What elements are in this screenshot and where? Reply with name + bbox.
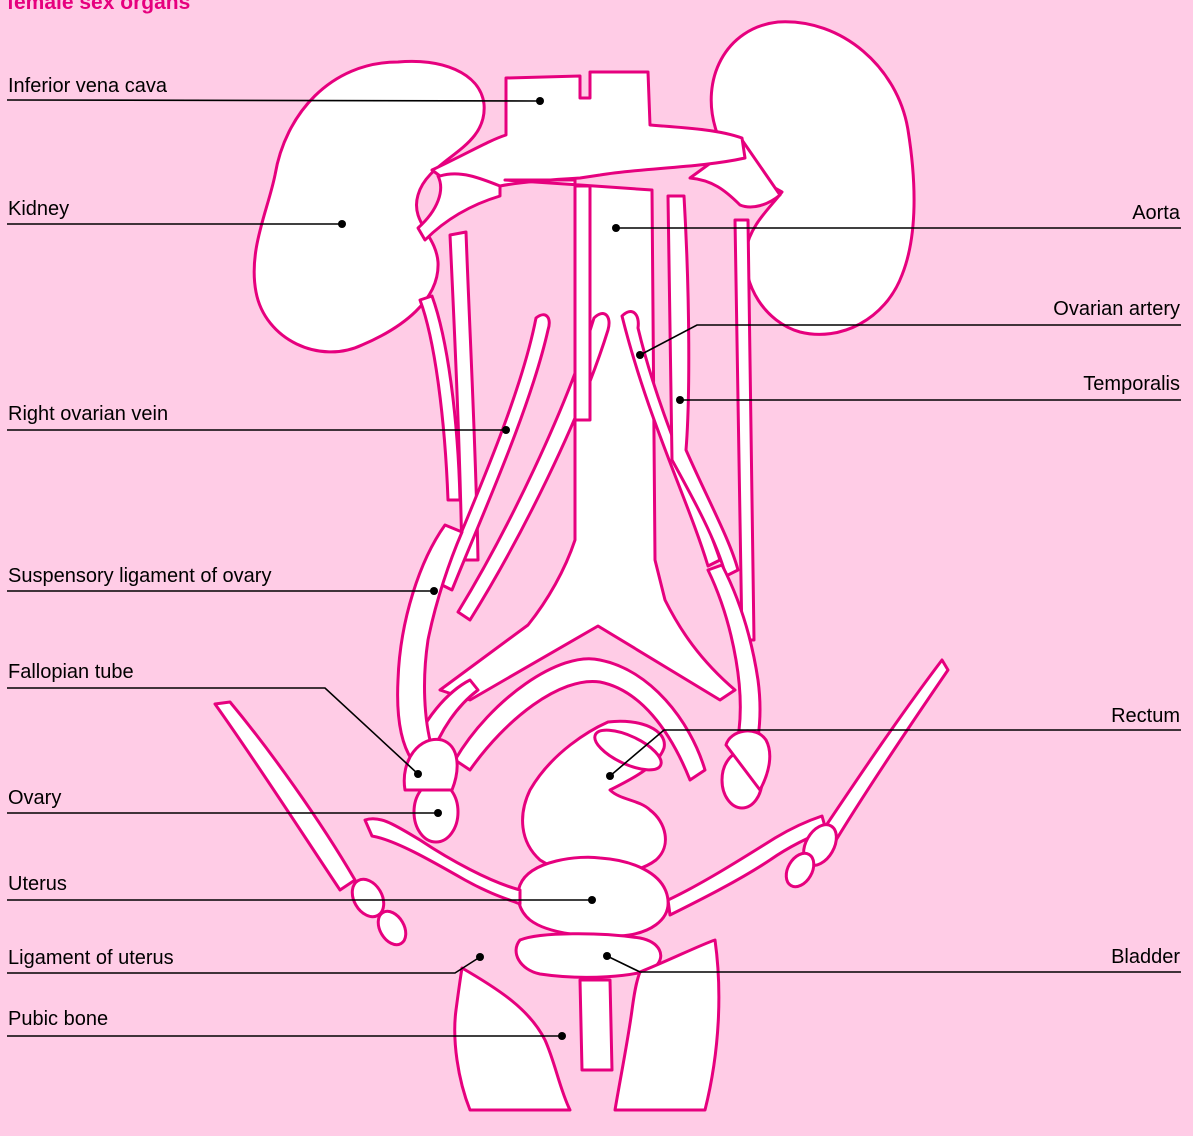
dot-ovarian-artery	[636, 351, 644, 359]
label-uterus: Uterus	[8, 874, 67, 894]
dot-ovary	[434, 809, 442, 817]
dot-ligament	[476, 953, 484, 961]
lower-strap-left	[215, 702, 355, 890]
label-temporalis: Temporalis	[1083, 374, 1180, 394]
label-ovarian-artery: Ovarian artery	[1053, 299, 1180, 319]
leader-inferior-vena-cava	[7, 100, 540, 101]
dot-fallopian	[414, 770, 422, 778]
dot-aorta	[612, 224, 620, 232]
leader-ovarian-artery	[640, 325, 1181, 355]
dot-rectum	[606, 772, 614, 780]
label-ligament-of-uterus: Ligament of uterus	[8, 948, 174, 968]
dot-temporalis	[676, 396, 684, 404]
label-right-ovarian-vein: Right ovarian vein	[8, 404, 168, 424]
dot-rov	[502, 426, 510, 434]
leader-fallopian	[7, 688, 418, 774]
temporalis-vessel	[668, 196, 738, 576]
label-inferior-vena-cava: Inferior vena cava	[8, 76, 167, 96]
dot-pubic	[558, 1032, 566, 1040]
label-fallopian-tube: Fallopian tube	[8, 662, 134, 682]
pubic-symphysis	[580, 980, 612, 1070]
label-pubic-bone: Pubic bone	[8, 1009, 108, 1029]
diagram-title: female sex organs	[7, 0, 190, 15]
dot-bladder	[603, 952, 611, 960]
dot-suspensory	[430, 587, 438, 595]
dot-uterus	[588, 896, 596, 904]
dot-kidney	[338, 220, 346, 228]
label-bladder: Bladder	[1111, 947, 1180, 967]
label-aorta: Aorta	[1132, 203, 1180, 223]
pubic-bone	[455, 968, 570, 1110]
lower-strap-right	[815, 660, 948, 850]
label-suspensory-ligament: Suspensory ligament of ovary	[8, 566, 271, 586]
dot-ivc	[536, 97, 544, 105]
label-rectum: Rectum	[1111, 706, 1180, 726]
label-ovary: Ovary	[8, 788, 61, 808]
label-kidney: Kidney	[8, 199, 69, 219]
aorta-left-branch	[575, 186, 590, 420]
